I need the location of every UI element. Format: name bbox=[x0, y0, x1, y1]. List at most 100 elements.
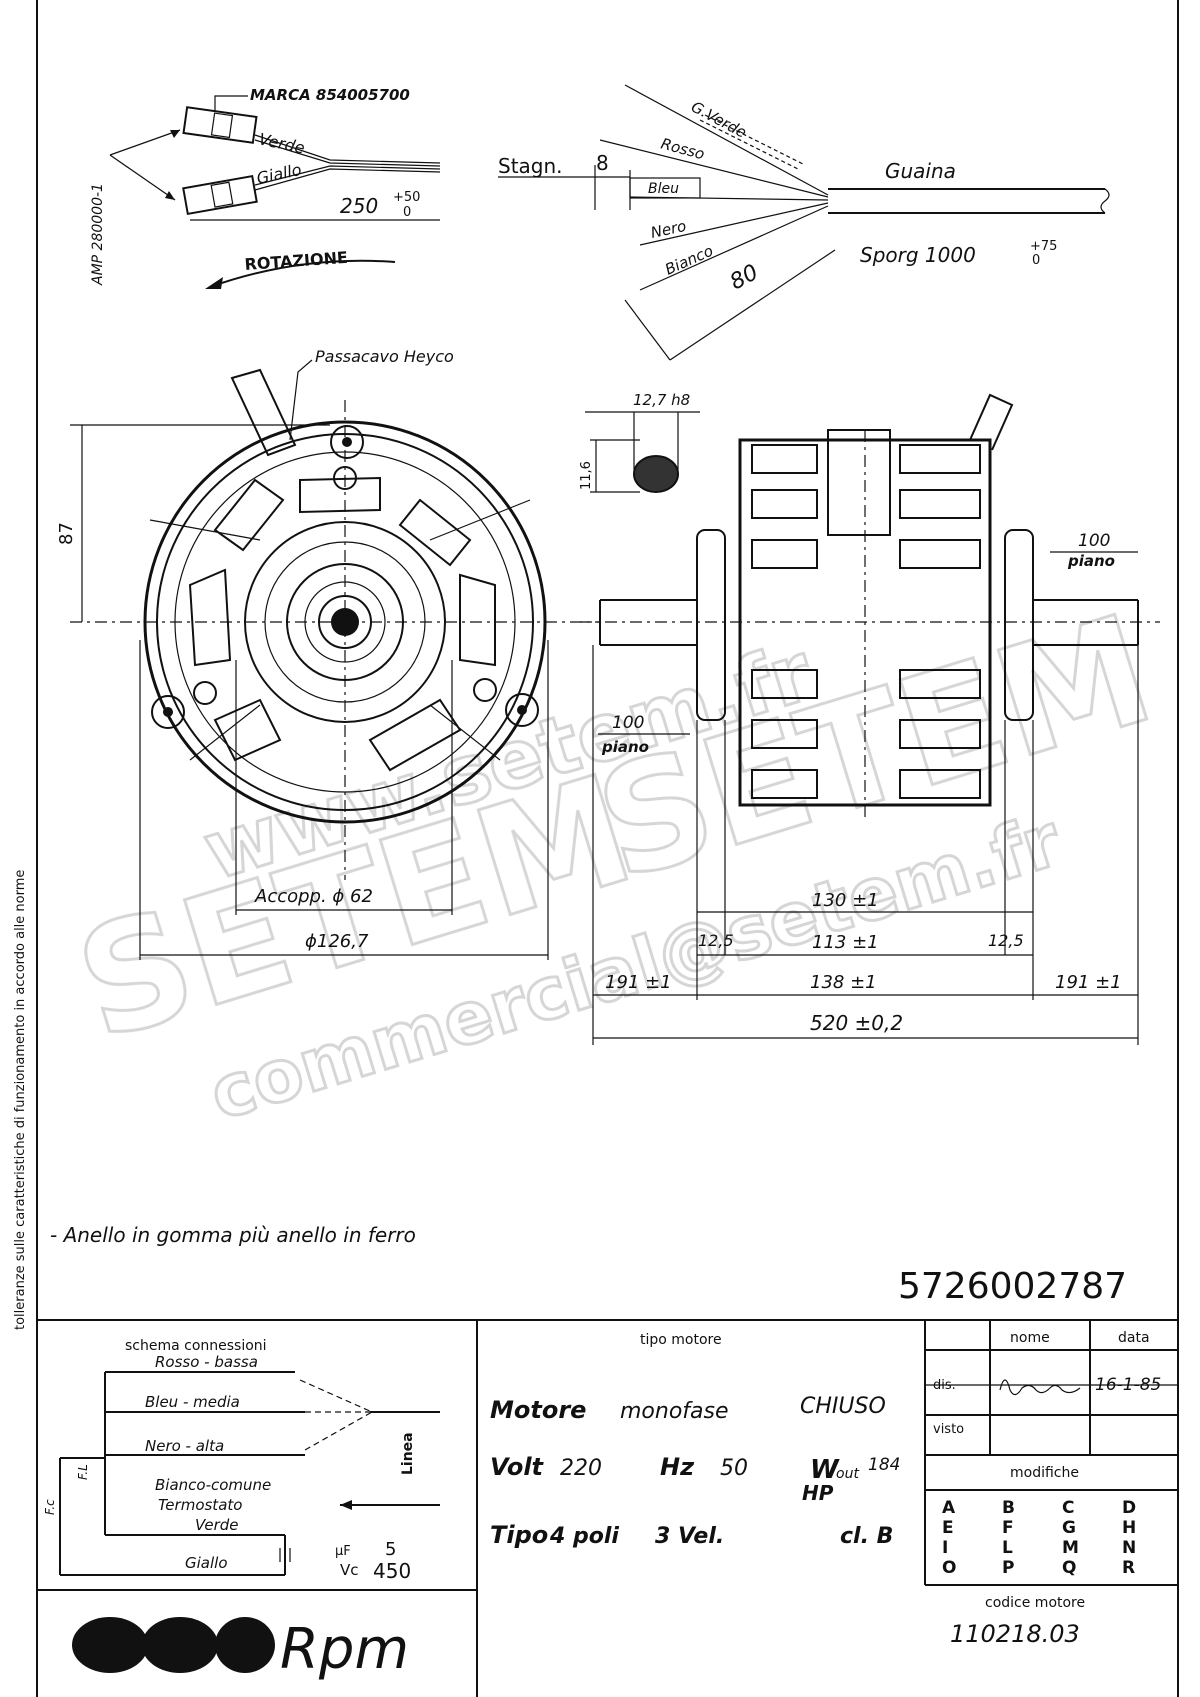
cable-detail: Stagn. 8 Guaina G.Verde Rosso Bleu Nero … bbox=[498, 84, 1110, 361]
volt-value: 220 bbox=[560, 1456, 602, 1481]
cap-value: 5 bbox=[385, 1539, 396, 1560]
motore-type: CHIUSO bbox=[800, 1394, 886, 1419]
modifiche-letter-e: E bbox=[942, 1518, 954, 1538]
wire-rosso: Rosso bbox=[659, 134, 707, 163]
dim-191-right: 191 ±1 bbox=[1055, 972, 1122, 993]
cap-vc: Vc bbox=[340, 1561, 359, 1579]
sporg-tol-top: +75 bbox=[1030, 239, 1057, 254]
dim-138: 138 ±1 bbox=[810, 972, 877, 993]
w-value: 184 bbox=[868, 1455, 900, 1475]
wire-bleu: Bleu bbox=[648, 181, 679, 197]
codice-value: 110218.03 bbox=[950, 1620, 1080, 1648]
class-value: cl. B bbox=[840, 1524, 893, 1549]
connector-plug-2 bbox=[182, 174, 258, 216]
schema-title: schema connessioni bbox=[125, 1338, 267, 1354]
nome-header: nome bbox=[1010, 1330, 1050, 1346]
motor-type-block: tipo motore Motore monofase CHIUSO Volt … bbox=[490, 1332, 900, 1549]
approval-fields: nome data dis. 16-1-85 visto modifiche c… bbox=[933, 1330, 1161, 1648]
shaft-flat: 11,6 bbox=[579, 461, 594, 490]
mounting-lug-left bbox=[151, 681, 217, 729]
brand-name: Rpm bbox=[280, 1617, 409, 1682]
connector-length: 250 bbox=[340, 194, 378, 218]
modifiche-letter-d: D bbox=[1122, 1498, 1136, 1518]
strip-length: 80 bbox=[726, 260, 762, 295]
piano-left-value: 100 bbox=[612, 713, 644, 733]
dim-12-5-left: 12,5 bbox=[698, 931, 734, 950]
connector-plug-1 bbox=[182, 106, 258, 144]
motore-value: monofase bbox=[620, 1399, 729, 1424]
ring-note: - Anello in gomma più anello in ferro bbox=[50, 1223, 416, 1247]
shaft-section: 12,7 h8 11,6 bbox=[579, 391, 700, 493]
motor-side-view: 12,7 h8 11,6 100 piano 100 bbox=[579, 391, 1160, 1045]
codice-header: codice motore bbox=[985, 1595, 1085, 1611]
motor-front-view: Passacavo Heyco 87 Accopp. ϕ 62 ϕ126,7 bbox=[56, 347, 600, 960]
piano-right-value: 100 bbox=[1078, 531, 1110, 551]
piano-right-label: piano bbox=[1067, 552, 1115, 570]
modifiche-letter-h: H bbox=[1122, 1518, 1136, 1538]
modifiche-letter-q: Q bbox=[1062, 1558, 1076, 1578]
modifiche-letter-i: I bbox=[942, 1538, 948, 1558]
w-label: W bbox=[810, 1455, 840, 1485]
modifiche-letter-n: N bbox=[1122, 1538, 1136, 1558]
connector-marca: MARCA 854005700 bbox=[250, 86, 410, 104]
modifiche-letter-f: F bbox=[1002, 1518, 1014, 1538]
modifiche-letter-l: L bbox=[1002, 1538, 1013, 1558]
modifiche-letter-o: O bbox=[942, 1558, 956, 1578]
sporg-tol-bot: 0 bbox=[1032, 253, 1040, 268]
piano-left-label: piano bbox=[601, 738, 649, 756]
fl-label: F.L bbox=[76, 1464, 90, 1480]
wire-verde-label: Verde bbox=[257, 129, 307, 157]
mounting-lug-right bbox=[473, 678, 539, 727]
side-tolerance-note: tolleranze sulle caratteristiche di funz… bbox=[13, 870, 28, 1330]
linea-label: Linea bbox=[400, 1432, 416, 1475]
schema-connessioni: schema connessioni Rosso - bassa Bleu - … bbox=[43, 1338, 440, 1583]
diameter-dimension: ϕ126,7 bbox=[305, 931, 369, 952]
modifiche-letter-p: P bbox=[1002, 1558, 1014, 1578]
connector-detail: MARCA 854005700 Verde Giallo AMP 280000-… bbox=[90, 86, 441, 289]
cap-voltage: 450 bbox=[373, 1559, 411, 1583]
height-dimension: 87 bbox=[56, 522, 77, 545]
modifiche-letter-m: M bbox=[1062, 1538, 1079, 1558]
schema-row-bleu: Bleu - media bbox=[145, 1393, 240, 1411]
connector-length-tol-top: +50 bbox=[393, 190, 420, 205]
shaft-diameter: 12,7 h8 bbox=[633, 391, 690, 409]
wire-nero: Nero bbox=[649, 217, 688, 242]
wire-g-verde: G.Verde bbox=[688, 98, 749, 142]
modifiche-letter-a: A bbox=[942, 1498, 956, 1518]
part-number: 5726002787 bbox=[898, 1266, 1127, 1307]
dim-520: 520 ±0,2 bbox=[810, 1011, 903, 1035]
schema-row-bianco: Bianco-comune bbox=[155, 1476, 271, 1494]
volt-label: Volt bbox=[490, 1453, 545, 1481]
modifiche-header: modifiche bbox=[1010, 1465, 1079, 1481]
passacavo-label: Passacavo Heyco bbox=[315, 347, 454, 366]
tipo-label: Tipo bbox=[490, 1521, 548, 1549]
signature bbox=[999, 1379, 1081, 1396]
date-value: 16-1-85 bbox=[1095, 1375, 1161, 1395]
visto-label: visto bbox=[933, 1422, 964, 1437]
connector-length-tol-bot: 0 bbox=[403, 205, 411, 220]
title-block bbox=[37, 1320, 1178, 1697]
cap-unit: μF bbox=[335, 1544, 351, 1559]
data-header: data bbox=[1118, 1330, 1150, 1346]
accopp-dimension: Accopp. ϕ 62 bbox=[254, 886, 373, 907]
wire-bianco: Bianco bbox=[662, 242, 716, 279]
dim-12-5-right: 12,5 bbox=[988, 931, 1024, 950]
schema-row-verde: Verde bbox=[195, 1516, 239, 1534]
watermark: SETEM SETEM www.setem.fr commercial@sete… bbox=[58, 581, 1172, 1137]
hz-label: Hz bbox=[660, 1453, 695, 1481]
schema-row-giallo: Giallo bbox=[185, 1554, 228, 1572]
w-sub: out bbox=[836, 1466, 859, 1482]
modifiche-letter-b: B bbox=[1002, 1498, 1015, 1518]
rpm-logo: Rpm bbox=[72, 1617, 409, 1682]
stagn-label: Stagn. bbox=[498, 154, 563, 178]
fc-label: F.c bbox=[43, 1499, 57, 1515]
hp-label: HP bbox=[802, 1481, 834, 1505]
motore-label: Motore bbox=[490, 1396, 586, 1424]
sporg-label: Sporg 1000 bbox=[860, 243, 976, 267]
vel-value: 3 Vel. bbox=[655, 1524, 724, 1549]
hz-value: 50 bbox=[720, 1456, 748, 1481]
tipo-motore-header: tipo motore bbox=[640, 1332, 722, 1348]
schema-row-termostato: Termostato bbox=[158, 1496, 242, 1514]
